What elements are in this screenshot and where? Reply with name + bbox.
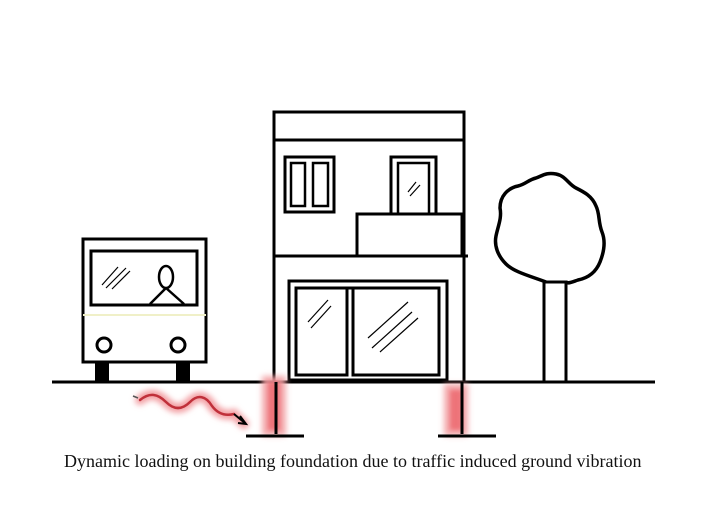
tree-icon bbox=[493, 171, 606, 382]
glass-glare-icon bbox=[307, 299, 419, 353]
tree-trunk bbox=[542, 280, 568, 382]
bus-body bbox=[81, 237, 208, 364]
bus-wheel-right bbox=[176, 362, 190, 382]
bus-headlight-right bbox=[169, 336, 187, 354]
figure-caption: Dynamic loading on building foundation d… bbox=[64, 451, 642, 471]
bus-windshield bbox=[89, 249, 199, 307]
storefront-window bbox=[287, 279, 449, 382]
bus-icon bbox=[81, 237, 208, 382]
upper-window-left bbox=[283, 155, 336, 214]
foundation-right bbox=[438, 382, 496, 438]
vibration-wave-icon bbox=[132, 390, 249, 429]
building-outline bbox=[272, 110, 466, 384]
bus-wheel-left bbox=[95, 362, 109, 382]
tree-crown bbox=[493, 171, 606, 285]
driver-icon bbox=[149, 264, 185, 305]
balcony-door bbox=[389, 155, 438, 216]
bus-headlight-left bbox=[95, 336, 113, 354]
balcony bbox=[355, 212, 464, 258]
foundation-left bbox=[246, 376, 304, 438]
building-icon bbox=[272, 110, 468, 384]
glass-glare-icon bbox=[101, 266, 131, 290]
